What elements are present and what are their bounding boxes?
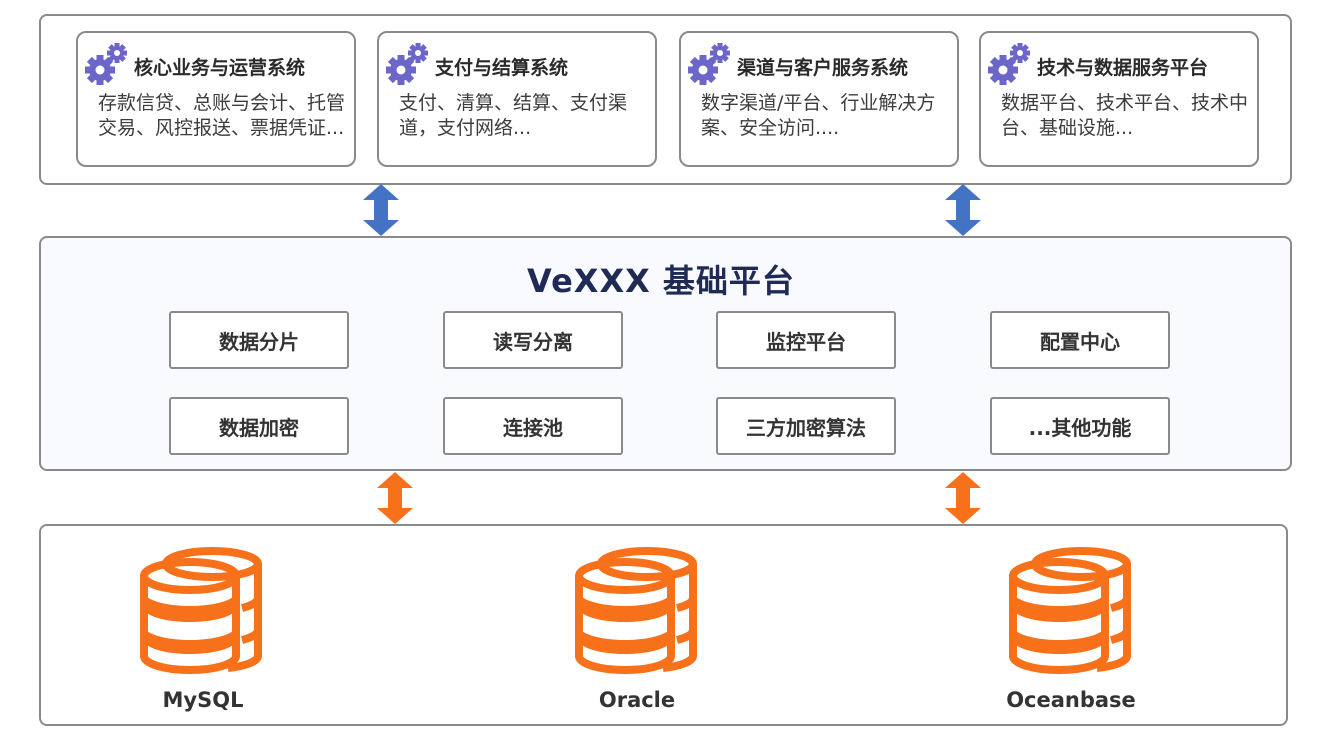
system-card-core: 核心业务与运营系统 存款信贷、总账与会计、托管交易、风控报送、票据凭证... [76, 31, 356, 167]
double-arrow-icon [945, 184, 981, 236]
gears-icon [386, 43, 428, 85]
feature-box: ...其他功能 [990, 397, 1170, 455]
system-title: 支付与结算系统 [435, 57, 569, 79]
feature-box: 读写分离 [443, 311, 623, 369]
double-arrow-icon [945, 472, 981, 524]
system-card-tech-data: 技术与数据服务平台 数据平台、技术平台、技术中台、基础设施... [979, 31, 1259, 167]
feature-box: 连接池 [443, 397, 623, 455]
system-title: 渠道与客户服务系统 [737, 57, 909, 79]
platform-title: VeXXX 基础平台 [527, 262, 795, 300]
database-label: MySQL [162, 688, 244, 712]
system-title: 技术与数据服务平台 [1037, 57, 1209, 79]
system-desc: 数据平台、技术平台、技术中台、基础设施... [1001, 92, 1249, 139]
gears-icon [988, 43, 1030, 85]
system-desc: 存款信贷、总账与会计、托管交易、风控报送、票据凭证... [98, 92, 346, 139]
feature-box: 三方加密算法 [716, 397, 896, 455]
database-icon [138, 546, 268, 682]
database-icon [573, 546, 703, 682]
database-label: Oracle [598, 688, 676, 712]
system-desc: 支付、清算、结算、支付渠道，支付网络... [399, 92, 628, 139]
system-title: 核心业务与运营系统 [134, 57, 306, 79]
database-icon [1007, 546, 1137, 682]
feature-box: 数据加密 [169, 397, 349, 455]
system-card-channel: 渠道与客户服务系统 数字渠道/平台、行业解决方案、安全访问.... [679, 31, 959, 167]
feature-box: 监控平台 [716, 311, 896, 369]
system-card-payment: 支付与结算系统 支付、清算、结算、支付渠道，支付网络... [377, 31, 657, 167]
gears-icon [688, 43, 730, 85]
gears-icon [85, 43, 127, 85]
double-arrow-icon [363, 184, 399, 236]
system-desc: 数字渠道/平台、行业解决方案、安全访问.... [701, 92, 936, 139]
feature-box: 数据分片 [169, 311, 349, 369]
database-label: Oceanbase [1006, 688, 1136, 712]
double-arrow-icon [377, 472, 413, 524]
feature-box: 配置中心 [990, 311, 1170, 369]
